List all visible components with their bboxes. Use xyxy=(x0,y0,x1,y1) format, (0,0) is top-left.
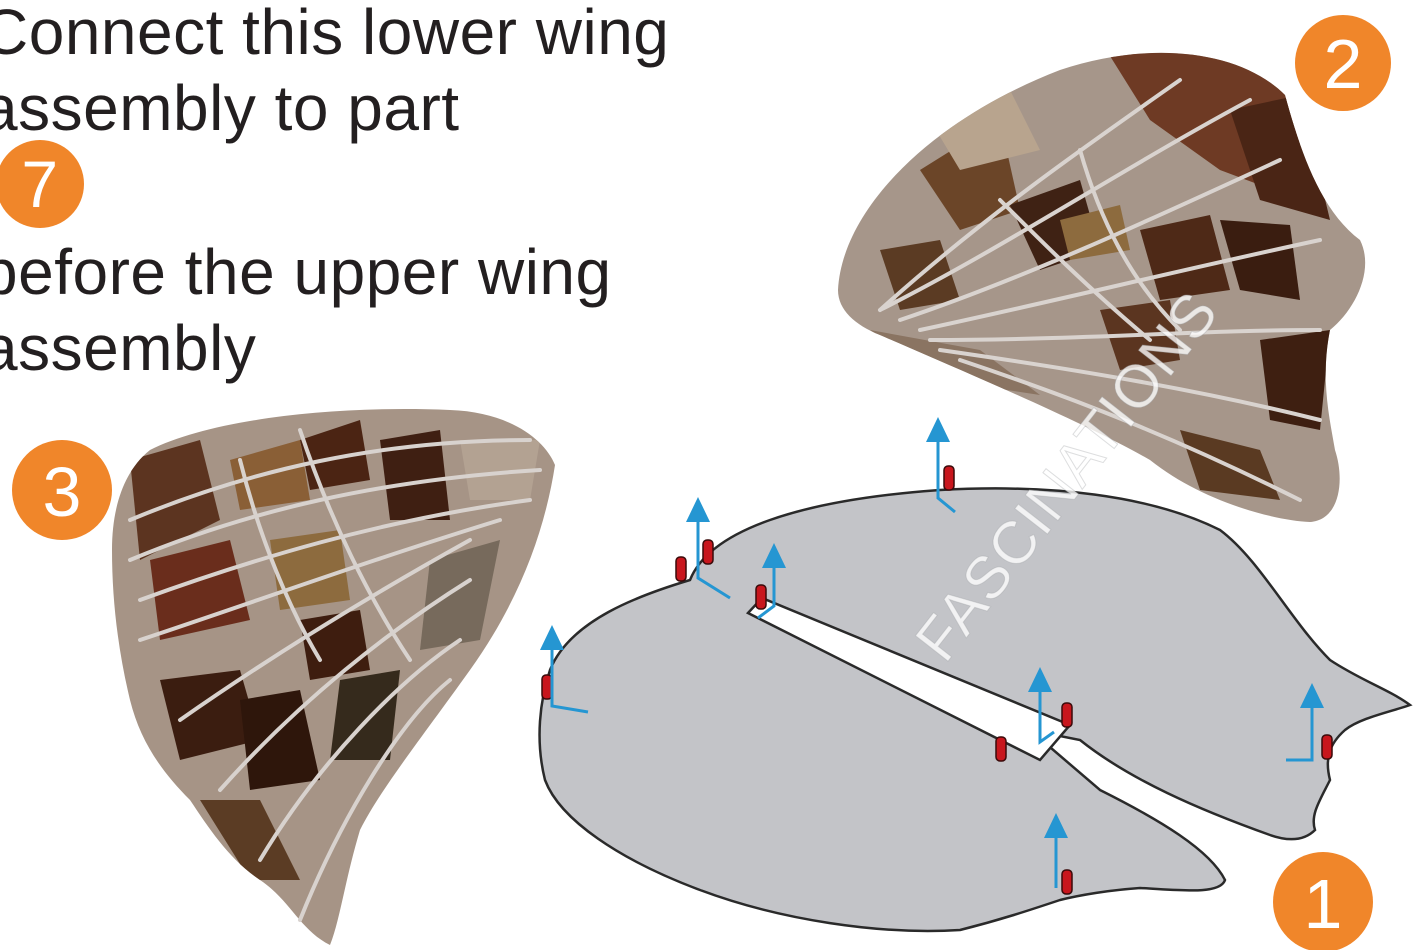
part-3-badge: 3 xyxy=(12,440,112,540)
part-1-number: 1 xyxy=(1304,865,1343,943)
tab-9 xyxy=(1322,735,1332,759)
tab-2 xyxy=(703,540,713,564)
tab-7 xyxy=(996,737,1006,761)
tab-3 xyxy=(756,585,766,609)
part-3-number: 3 xyxy=(43,453,82,531)
tab-4 xyxy=(944,466,954,490)
tab-6 xyxy=(1062,703,1072,727)
tab-1 xyxy=(676,557,686,581)
part-1-badge: 1 xyxy=(1273,852,1373,950)
lower-wing-part xyxy=(112,409,555,945)
part-2-badge: 2 xyxy=(1295,15,1391,111)
tab-8 xyxy=(1062,870,1072,894)
part-2-number: 2 xyxy=(1324,25,1363,103)
